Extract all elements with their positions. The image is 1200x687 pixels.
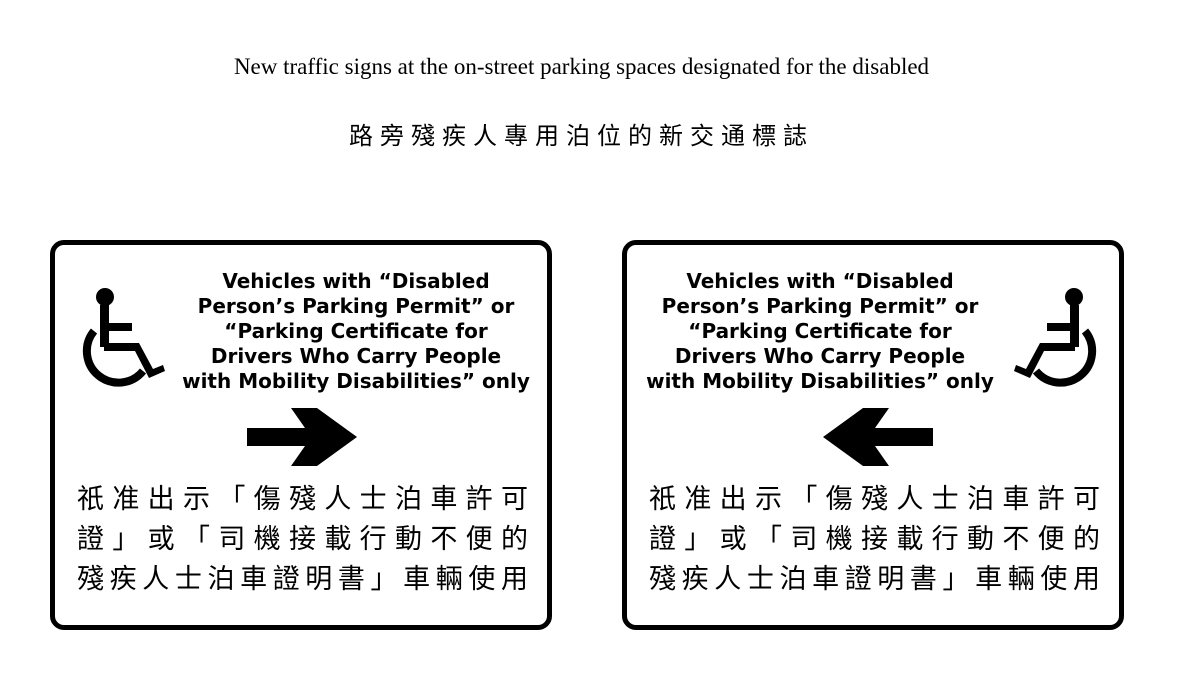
english-line: Vehicles with “Disabled — [686, 269, 954, 293]
chinese-line: 祇准出示「傷殘人士泊車許可 — [77, 484, 532, 515]
chinese-text: 祇准出示「傷殘人士泊車許可 證」或「司機接載行動不便的 殘疾人士泊車證明書」車輛… — [649, 480, 1104, 600]
chinese-line: 證」或「司機接載行動不便的 — [649, 524, 1104, 555]
english-text: Vehicles with “Disabled Person’s Parking… — [639, 269, 1001, 394]
sign-arrow-right: Vehicles with “Disabled Person’s Parking… — [50, 240, 552, 630]
title-chinese: 路旁殘疾人專用泊位的新交通標誌 — [349, 124, 814, 150]
english-line: Person’s Parking Permit” or — [661, 294, 979, 318]
english-line: Vehicles with “Disabled — [222, 269, 490, 293]
english-line: Person’s Parking Permit” or — [197, 294, 515, 318]
arrow-right-icon — [247, 408, 357, 466]
english-line: Drivers Who Carry People — [674, 344, 966, 368]
arrow-left-icon — [823, 408, 933, 466]
chinese-line: 祇准出示「傷殘人士泊車許可 — [649, 484, 1104, 515]
english-line: with Mobility Disabilities” only — [182, 369, 530, 393]
wheelchair-icon — [1014, 288, 1097, 387]
wheelchair-icon — [82, 288, 165, 387]
english-line: “Parking Certificate for — [688, 319, 952, 343]
english-line: with Mobility Disabilities” only — [646, 369, 994, 393]
english-line: Drivers Who Carry People — [210, 344, 502, 368]
sign-arrow-left: Vehicles with “Disabled Person’s Parking… — [622, 240, 1124, 630]
title-english: New traffic signs at the on-street parki… — [233, 54, 930, 79]
chinese-text: 祇准出示「傷殘人士泊車許可 證」或「司機接載行動不便的 殘疾人士泊車證明書」車輛… — [77, 480, 532, 600]
chinese-line: 殘疾人士泊車證明書」車輛使用 — [77, 564, 532, 595]
english-text: Vehicles with “Disabled Person’s Parking… — [175, 269, 537, 394]
english-line: “Parking Certificate for — [224, 319, 488, 343]
chinese-line: 證」或「司機接載行動不便的 — [77, 524, 532, 555]
chinese-line: 殘疾人士泊車證明書」車輛使用 — [649, 564, 1104, 595]
